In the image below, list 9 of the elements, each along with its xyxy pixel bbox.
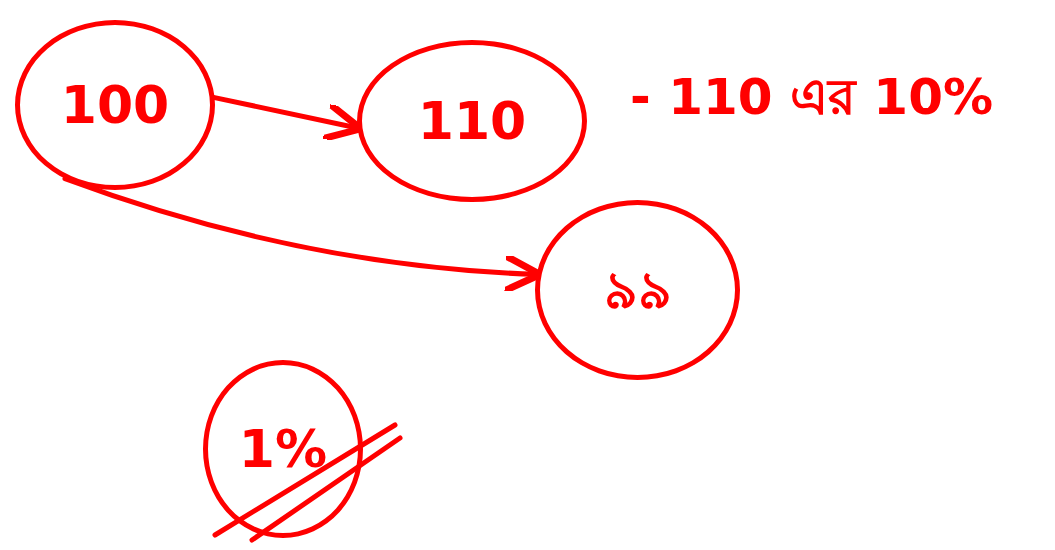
handwritten-number: 110 [417, 95, 527, 147]
circled-number [203, 360, 363, 538]
handwritten-number: 100 [60, 79, 170, 131]
note-text: - 110 এর 10% [630, 72, 994, 122]
handwritten-number: 1% [238, 423, 328, 475]
handwritten-number: ৯৯ [603, 264, 672, 316]
circled-number [535, 200, 740, 380]
circled-number [357, 40, 587, 202]
circled-number [15, 20, 215, 190]
